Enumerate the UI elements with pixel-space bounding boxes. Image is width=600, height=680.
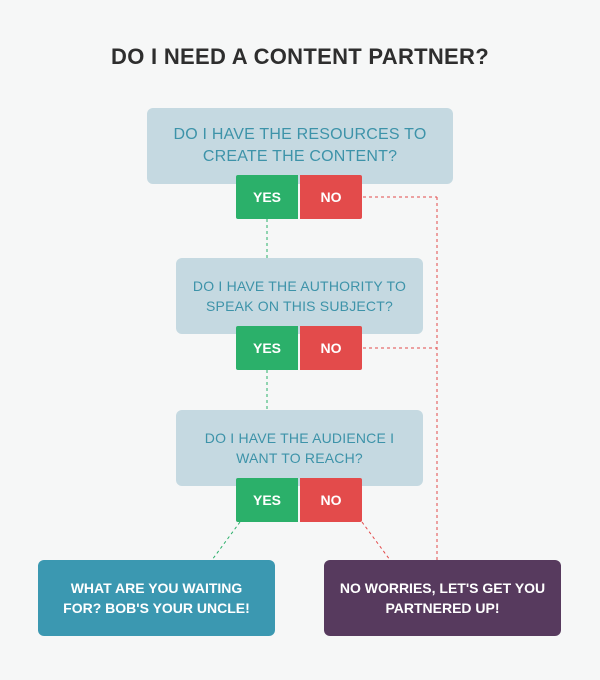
yes-connector-3 <box>211 521 241 561</box>
page-title: DO I NEED A CONTENT PARTNER? <box>111 44 489 69</box>
question-1-no-button[interactable]: NO <box>300 175 362 219</box>
outcome-no-text: NO WORRIES, LET'S GET YOU PARTNERED UP! <box>339 580 546 616</box>
question-3-text: DO I HAVE THE AUDIENCE I WANT TO REACH? <box>204 430 395 466</box>
question-1-box: DO I HAVE THE RESOURCES TO CREATE THE CO… <box>147 108 453 184</box>
question-1-text: DO I HAVE THE RESOURCES TO CREATE THE CO… <box>173 126 427 165</box>
question-1-yes-button[interactable]: YES <box>236 175 298 219</box>
question-3-box: DO I HAVE THE AUDIENCE I WANT TO REACH? <box>176 410 423 486</box>
outcome-no-box: NO WORRIES, LET'S GET YOU PARTNERED UP! <box>324 560 561 636</box>
outcome-yes-text: WHAT ARE YOU WAITING FOR? BOB'S YOUR UNC… <box>63 580 250 616</box>
question-3-yes-button[interactable]: YES <box>236 478 298 522</box>
question-2-text: DO I HAVE THE AUTHORITY TO SPEAK ON THIS… <box>192 278 407 314</box>
outcome-yes-box: WHAT ARE YOU WAITING FOR? BOB'S YOUR UNC… <box>38 560 275 636</box>
no-connector-3 <box>361 521 391 561</box>
question-2-yes-button[interactable]: YES <box>236 326 298 370</box>
question-3-no-button[interactable]: NO <box>300 478 362 522</box>
question-2-no-button[interactable]: NO <box>300 326 362 370</box>
question-2-box: DO I HAVE THE AUTHORITY TO SPEAK ON THIS… <box>176 258 423 334</box>
